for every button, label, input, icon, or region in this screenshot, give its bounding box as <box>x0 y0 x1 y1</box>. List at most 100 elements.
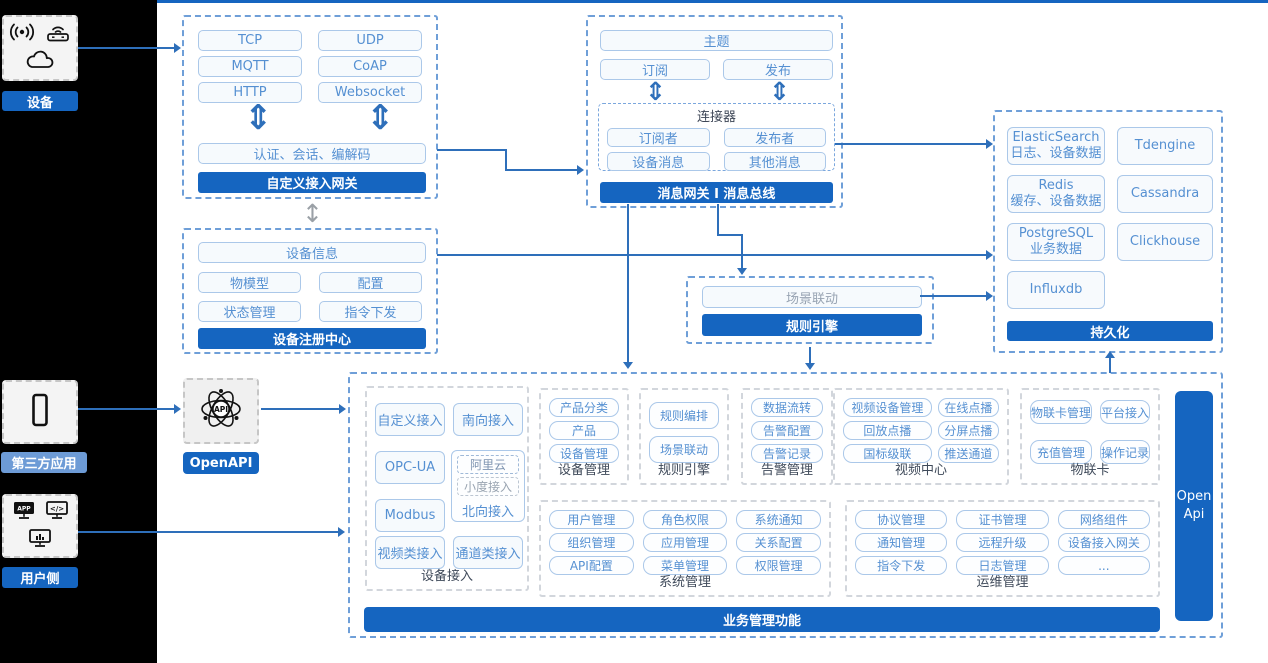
arrowhead <box>623 362 633 369</box>
protocol-pill: MQTT <box>198 56 302 77</box>
connector-line <box>920 295 988 297</box>
user-side-icons-box: APP </> <box>2 494 78 558</box>
feature-pill: 告警配置 <box>751 421 823 440</box>
third-party-icons-box <box>2 380 78 444</box>
protocol-pill: Websocket <box>318 82 422 103</box>
datastore-cell: Clickhouse <box>1117 223 1213 261</box>
section-rule-engine: 规则编排场景联动 规则引擎 <box>639 388 729 485</box>
connector-line <box>717 204 719 236</box>
cloud-icon <box>23 49 57 75</box>
svg-text:</>: </> <box>49 505 63 513</box>
datastore-name: Influxdb <box>1029 281 1083 297</box>
feature-pill: 数据流转 <box>751 398 823 417</box>
device-registry-banner: 设备注册中心 <box>198 328 426 349</box>
feature-pill: 场景联动 <box>649 436 719 463</box>
connector-line <box>627 204 629 363</box>
auth-session-pill: 认证、会话、编解码 <box>198 143 426 164</box>
topic-pill: 主题 <box>600 30 833 51</box>
feature-pill: 组织管理 <box>549 533 634 552</box>
datastore-subtitle: 业务数据 <box>1029 242 1082 257</box>
pill-list: 数据流转告警配置告警记录 <box>743 390 831 463</box>
protocol-pill: HTTP <box>198 82 302 103</box>
device-info-pill: 设备信息 <box>198 242 426 263</box>
registry-pill: 状态管理 <box>198 301 301 322</box>
datastore-grid: ElasticSearch 日志、设备数据 Tdengine Redis 缓存、… <box>995 112 1221 309</box>
datastore-name: PostgreSQL <box>1018 225 1094 241</box>
datastore-cell: PostgreSQL 业务数据 <box>1007 223 1105 261</box>
section-title: 规则引擎 <box>657 463 710 478</box>
datastore-cell: Tdengine <box>1117 127 1213 165</box>
third-party-label: 第三方应用 <box>1 452 87 473</box>
connector-line <box>717 234 743 236</box>
radio-signal-icon <box>9 21 35 47</box>
feature-pill: 证书管理 <box>956 510 1049 529</box>
section-title: 设备管理 <box>557 463 610 478</box>
feature-pill: 应用管理 <box>642 533 728 552</box>
feature-pill: 回放点播 <box>843 421 932 440</box>
protocol-pill: TCP <box>198 30 302 51</box>
registry-pill: 指令下发 <box>319 301 422 322</box>
connector-pills: 订阅者发布者设备消息其他消息 <box>599 125 834 171</box>
gray-updown-arrow-icon: ↕ <box>302 199 323 228</box>
feature-pill: 告警记录 <box>751 444 823 463</box>
arrowhead <box>174 43 181 53</box>
business-banner: 业务管理功能 <box>364 607 1160 632</box>
connector-line <box>1109 357 1111 373</box>
datastore-name: Clickhouse <box>1129 233 1201 249</box>
feature-pill: API配置 <box>549 556 634 575</box>
publish-pill: 发布 <box>723 59 833 80</box>
section-title: 运维管理 <box>976 575 1029 590</box>
updown-arrow-icon: ⇕ <box>769 77 790 106</box>
arrowhead <box>986 139 993 149</box>
connector-line <box>437 254 988 256</box>
feature-pill: 操作记录 <box>1100 440 1151 464</box>
updown-arrow-icon: ⇕ <box>244 98 273 138</box>
business-box: 自定义接入 OPC-UA Modbus 视频类接入 南向接入 阿里云 小度接入 … <box>348 372 1223 638</box>
arrowhead <box>986 291 993 301</box>
connector-line <box>78 408 174 410</box>
section-device-access: 自定义接入 OPC-UA Modbus 视频类接入 南向接入 阿里云 小度接入 … <box>365 386 529 591</box>
connector-line <box>741 234 743 269</box>
feature-pill: 通知管理 <box>855 533 948 552</box>
open-api-bar: Open Api <box>1175 391 1213 621</box>
feature-pill: 分屏点播 <box>937 421 999 440</box>
message-bus-banner: 消息网关 I 消息总线 <box>600 182 833 203</box>
connector-line <box>78 47 174 49</box>
arrowhead <box>805 363 815 370</box>
rule-engine-box: 场景联动 规则引擎 <box>686 276 934 344</box>
datastore-name: ElasticSearch <box>1012 129 1100 145</box>
app-monitor-icon: APP <box>12 500 36 524</box>
access-pill: OPC-UA <box>375 451 445 484</box>
feature-pill: 设备管理 <box>549 444 619 463</box>
svg-text:APP: APP <box>17 506 31 513</box>
connector-line <box>437 149 507 151</box>
feature-pill: 协议管理 <box>855 510 948 529</box>
feature-pill: 系统通知 <box>736 510 821 529</box>
datastore-cell: Redis 缓存、设备数据 <box>1007 175 1105 213</box>
api-atom-icon: API <box>195 384 247 438</box>
section-alarm-mgmt: 数据流转告警配置告警记录 告警管理 <box>741 388 833 485</box>
feature-pill: 平台接入 <box>1100 400 1151 424</box>
datastore-name: Tdengine <box>1134 137 1196 153</box>
pill-list: 协议管理证书管理网络组件通知管理远程升级设备接入网关指令下发日志管理... <box>847 502 1158 575</box>
xiaodu-access-pill: 小度接入 <box>457 477 519 496</box>
feature-pill: 权限管理 <box>736 556 821 575</box>
custom-gateway-banner: 自定义接入网关 <box>198 172 426 193</box>
section-title: 物联卡 <box>1070 463 1110 478</box>
connector-line <box>809 347 811 365</box>
top-accent-line <box>157 0 1268 3</box>
section-title: 系统管理 <box>658 575 711 590</box>
persistence-banner: 持久化 <box>1007 321 1213 341</box>
phone-icon <box>30 392 50 432</box>
datastore-subtitle: 缓存、设备数据 <box>1010 194 1102 209</box>
section-title: 视频中心 <box>894 463 947 478</box>
arrowhead <box>338 527 345 537</box>
section-device-mgmt: 产品分类产品设备管理 设备管理 <box>539 388 629 485</box>
datastore-name: Cassandra <box>1130 185 1200 201</box>
feature-pill: 日志管理 <box>956 556 1049 575</box>
connector-box: 连接器 订阅者发布者设备消息其他消息 <box>598 103 835 171</box>
updown-arrow-icon: ⇕ <box>645 77 666 106</box>
